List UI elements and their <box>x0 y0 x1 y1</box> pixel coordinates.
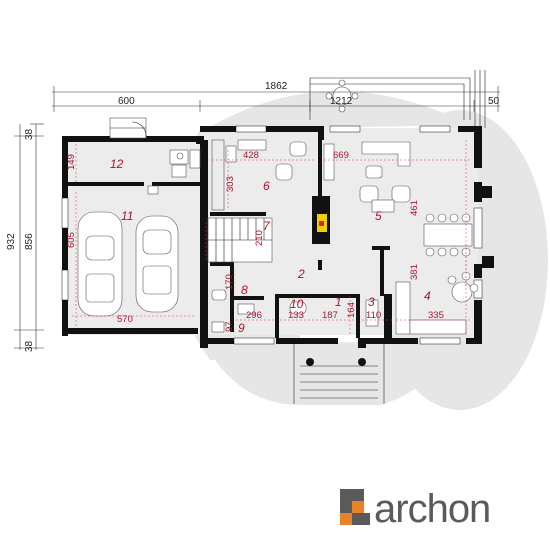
garden-bottom-arc <box>205 340 470 405</box>
kitchen-furniture <box>395 271 479 335</box>
dim-total-depth: 932 <box>6 233 17 250</box>
dim-bottom-margin: 38 <box>24 340 35 352</box>
garage-entry <box>109 117 147 139</box>
room-label-12: 12 <box>110 157 124 171</box>
room-label-9: 9 <box>238 321 245 335</box>
fireplace-flame <box>319 221 324 226</box>
room-label-10: 10 <box>290 297 304 311</box>
terrace-table <box>325 79 359 113</box>
car-left <box>77 211 123 317</box>
dim-r7-depth: 210 <box>254 230 265 246</box>
exterior-dimension-lines <box>14 86 500 350</box>
dim-r10-width: 133 <box>288 310 304 321</box>
archon-logo: archon <box>340 487 491 531</box>
room-label-1: 1 <box>335 295 342 309</box>
dim-r6-depth: 303 <box>225 176 236 192</box>
garden-top-arc <box>205 91 470 130</box>
dim-r6-width: 428 <box>243 150 259 161</box>
logo-text: archon <box>374 487 490 531</box>
dim-r3-width: 110 <box>366 310 381 321</box>
logo-mark <box>340 489 370 525</box>
room-label-8: 8 <box>241 283 248 297</box>
dim-r2-width: 296 <box>246 310 262 321</box>
dim-right-offset: 50 <box>488 96 500 107</box>
dim-r1-width: 187 <box>322 310 338 321</box>
dim-left-width: 600 <box>118 96 135 107</box>
room-label-6: 6 <box>263 179 270 193</box>
room-label-2: 2 <box>297 267 305 281</box>
house-floor <box>68 128 480 335</box>
bathroom-fixtures <box>211 289 379 333</box>
dim-garage-depth: 605 <box>66 232 77 248</box>
room-label-5: 5 <box>375 209 382 223</box>
utility-furniture <box>147 149 201 195</box>
dim-r1-depth: 164 <box>346 302 357 318</box>
staircase <box>207 217 273 263</box>
room-label-3: 3 <box>368 295 375 309</box>
dim-top-margin: 38 <box>24 128 35 140</box>
dim-r12-depth: 149 <box>66 154 77 170</box>
room-label-7: 7 <box>263 219 271 233</box>
terrace-rails <box>309 70 486 128</box>
room-dimension-lines <box>72 140 472 334</box>
dim-r8-depth: 170 <box>224 274 235 290</box>
dim-r9-width: 97 <box>224 321 235 332</box>
dim-terrace-width: 1212 <box>330 96 353 107</box>
dim-total-width: 1862 <box>265 81 288 92</box>
dim-r5-width: 669 <box>333 150 349 161</box>
dim-r4-depth: 381 <box>409 264 420 280</box>
dim-r5-depth: 461 <box>409 200 420 216</box>
room-label-4: 4 <box>424 289 431 303</box>
room-label-11: 11 <box>121 209 133 223</box>
car-right <box>135 215 179 313</box>
entrance-steps <box>293 344 385 404</box>
study-furniture <box>225 139 307 181</box>
dim-inner-depth: 856 <box>24 233 35 250</box>
dim-r4-width: 335 <box>428 310 444 321</box>
dim-garage-width: 570 <box>117 314 133 325</box>
